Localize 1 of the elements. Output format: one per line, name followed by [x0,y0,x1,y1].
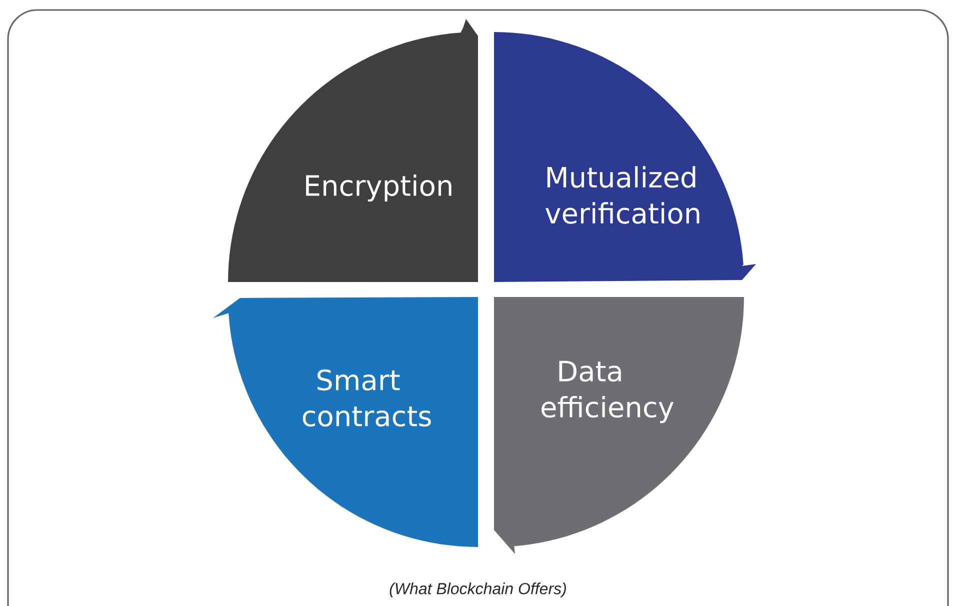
caption: (What Blockchain Offers) [390,582,566,598]
